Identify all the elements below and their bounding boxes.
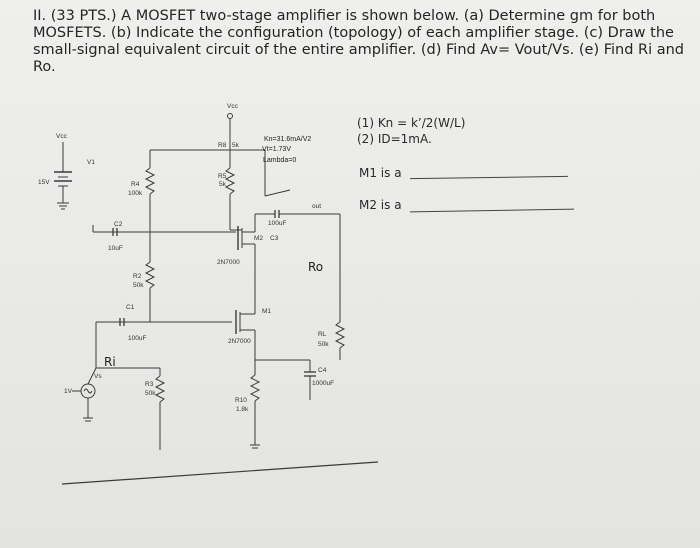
- m1-label: M1: [262, 308, 271, 315]
- r3-value: 50k: [145, 390, 156, 397]
- m2-question: M2 is a: [359, 198, 402, 212]
- problem-statement: II. (33 PTS.) A MOSFET two-stage amplifi…: [33, 8, 685, 76]
- ro-label: Ro: [308, 260, 323, 274]
- m2-label: M2: [254, 235, 263, 242]
- out-label: out: [312, 203, 321, 210]
- r5-label: R5: [218, 173, 227, 180]
- c4-label: C4: [318, 367, 327, 374]
- m1-question: M1 is a: [359, 166, 402, 180]
- vcc-left-label: Vcc: [56, 133, 68, 140]
- c1-label: C1: [126, 304, 135, 311]
- problem-line-2: MOSFETS. (b) Indicate the configuration …: [33, 25, 674, 41]
- r3-label: R3: [145, 381, 154, 388]
- params-lambda: Lambda=0: [263, 157, 296, 164]
- v15-label: 15V: [38, 179, 50, 186]
- c2-label: C2: [114, 221, 123, 228]
- vcc-top-label: Vcc: [227, 103, 239, 110]
- r2-value: 50k: [133, 282, 144, 289]
- r4-value: 100k: [128, 190, 143, 197]
- r10-value: 1.8k: [236, 406, 249, 413]
- problem-line-4: Ro.: [33, 59, 56, 75]
- v1-label: V1: [87, 159, 95, 166]
- c4-value: 1000uF: [312, 380, 334, 387]
- ri-label: Ri: [104, 355, 116, 369]
- note-kn: (1) Kn = k’/2(W/L): [357, 116, 466, 130]
- c1-value: 100uF: [128, 335, 146, 342]
- rl-label: RL: [318, 331, 327, 338]
- problem-line-1: II. (33 PTS.) A MOSFET two-stage amplifi…: [33, 8, 656, 24]
- r8-label: R8: [218, 142, 227, 149]
- m1-part: 2N7000: [228, 338, 251, 345]
- r2-label: R2: [133, 273, 142, 280]
- c2-value: 10uF: [108, 245, 123, 252]
- r8-value: 5k: [232, 142, 240, 149]
- r10-label: R10: [235, 397, 247, 404]
- params-kn: Kn=31.6mA/V2: [264, 136, 311, 143]
- note-id: (2) ID=1mA.: [357, 132, 432, 146]
- r5-value: 5k: [219, 181, 227, 188]
- v1v-label: 1V: [64, 388, 73, 395]
- params-vt: Vt=1.73V: [262, 146, 291, 153]
- vs-label: Vs: [94, 373, 102, 380]
- problem-line-3: small-signal equivalent circuit of the e…: [33, 42, 685, 58]
- rl-value: 50k: [318, 341, 329, 348]
- c3-label: C3: [270, 235, 279, 242]
- m2-part: 2N7000: [217, 259, 240, 266]
- r4-label: R4: [131, 181, 140, 188]
- c3-value: 100uF: [268, 220, 286, 227]
